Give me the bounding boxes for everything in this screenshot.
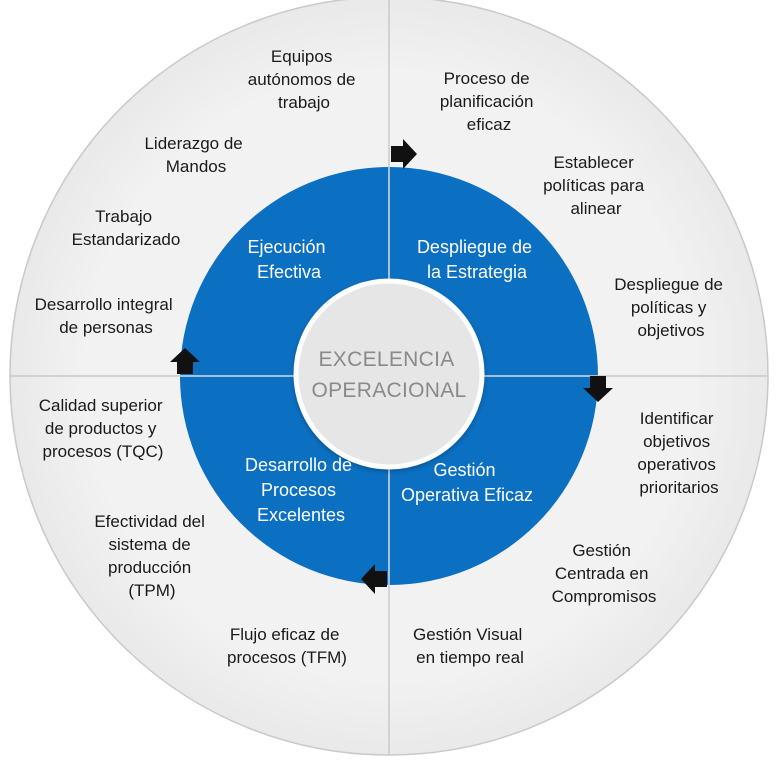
- quadrant-despliegue-estrategia: Despliegue de la Estrategia: [417, 237, 537, 282]
- outer-item-gestion-compromisos: Gestión Centrada en Compromisos: [552, 541, 657, 606]
- outer-item-calidad: Calidad superior de productos y procesos…: [39, 396, 168, 461]
- arrow-right-icon: [391, 139, 417, 169]
- outer-item-despliegue-politicas: Despliegue de políticas y objetivos: [614, 275, 727, 340]
- center-circle: [293, 278, 485, 470]
- quadrant-desarrollo-procesos: Desarrollo de Procesos Excelentes: [245, 455, 357, 525]
- outer-item-desarrollo-personas: Desarrollo integral de personas: [35, 295, 178, 337]
- center-title: EXCELENCIA OPERACIONAL: [311, 348, 466, 402]
- outer-item-proceso-planificacion: Proceso de planificación eficaz: [440, 69, 538, 134]
- quadrant-ejecucion-efectiva: Ejecución Efectiva: [247, 237, 330, 282]
- outer-item-equipos: Equipos autónomos de trabajo: [248, 47, 360, 112]
- arrow-up-icon: [170, 348, 200, 374]
- arrow-down-icon: [583, 376, 613, 402]
- arrow-left-icon: [361, 564, 387, 594]
- outer-item-gestion-visual: Gestión Visual en tiempo real: [413, 625, 527, 667]
- outer-item-liderazgo: Liderazgo de Mandos: [144, 134, 247, 176]
- outer-item-identificar: Identificar objetivos operativos priorit…: [637, 409, 720, 497]
- outer-item-establecer-politicas: Establecer políticas para alinear: [543, 153, 649, 218]
- outer-item-flujo: Flujo eficaz de procesos (TFM): [227, 625, 347, 667]
- outer-item-efectividad: Efectividad del sistema de producción (T…: [94, 512, 209, 600]
- quadrant-gestion-operativa: Gestión Operativa Eficaz: [401, 460, 533, 505]
- outer-item-trabajo: Trabajo Estandarizado: [72, 207, 181, 249]
